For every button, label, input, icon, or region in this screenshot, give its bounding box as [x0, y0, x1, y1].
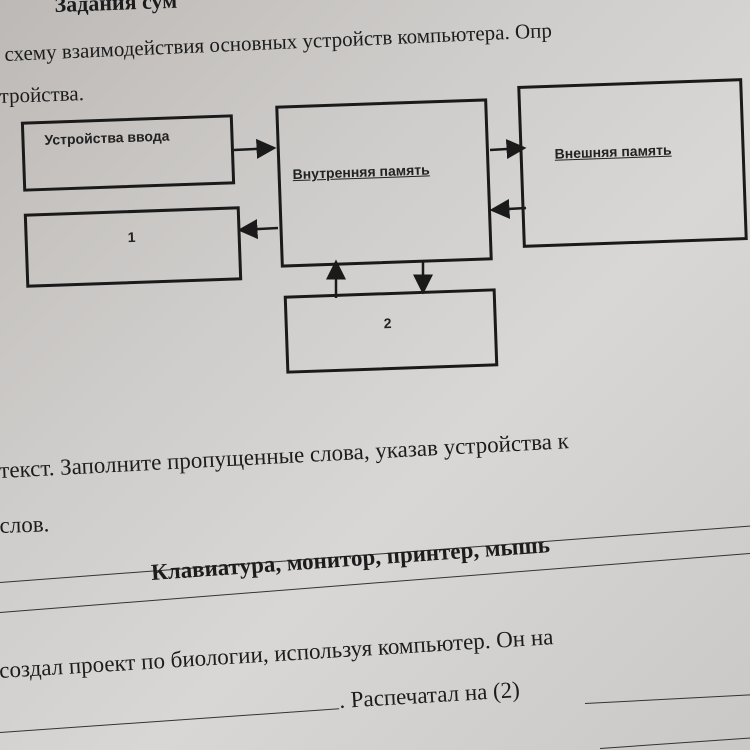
arrow-input-to-internal: [233, 138, 277, 159]
task2-text-line2: слов.: [0, 511, 50, 539]
arrow-internal-to-external: [489, 139, 527, 160]
arrow-internal-to-1: [237, 219, 279, 240]
arrow-external-to-internal: [489, 198, 527, 219]
